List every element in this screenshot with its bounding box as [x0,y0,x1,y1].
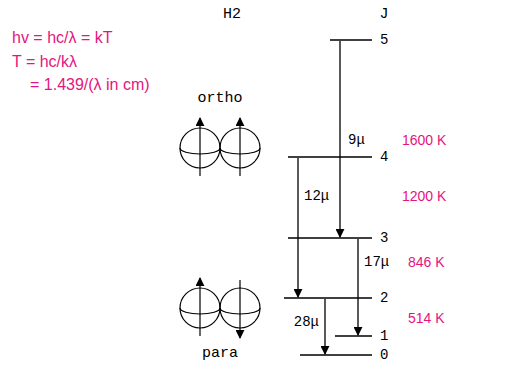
formula-line: T = hc/kλ [12,54,77,70]
level-line [284,297,372,298]
level-number: 1 [380,329,388,343]
transition-arrow [324,299,325,354]
level-number: 3 [380,231,388,245]
transitions [298,41,358,354]
column-heading: H2 [223,7,241,22]
formula-line: hv = hc/λ = kT [12,30,112,46]
level-line [288,237,372,238]
level-number: 2 [380,291,388,305]
column-heading: J [379,7,388,22]
spin-state-label: ortho [197,91,242,106]
temperature-label: 1600 K [402,133,446,147]
transition-arrow [339,41,340,237]
temperature-label: 514 K [408,311,445,325]
transition-arrow [357,239,358,335]
temperature-label: 846 K [408,255,445,269]
energy-levels [284,40,372,355]
spin-state-label: para [202,346,238,361]
spin-arrow [199,278,200,336]
wavelength-label: 28μ [294,315,319,329]
ortho-molecule [180,118,260,176]
level-number: 5 [380,33,388,47]
level-line [288,156,372,157]
wavelength-label: 12μ [304,189,329,203]
temperature-label: 1200 K [402,189,446,203]
spin-arrow [199,118,200,176]
level-number: 0 [380,348,388,362]
wavelength-label: 17μ [364,255,389,269]
spin-arrow [239,280,240,338]
formula-line: = 1.439/(λ in cm) [30,77,150,93]
wavelength-label: 9μ [348,133,365,147]
level-line [300,354,372,355]
para-molecule [180,278,260,338]
spin-arrow [239,118,240,176]
level-number: 4 [380,150,388,164]
level-line [330,39,372,40]
level-line [335,335,372,336]
transition-arrow [297,158,298,297]
